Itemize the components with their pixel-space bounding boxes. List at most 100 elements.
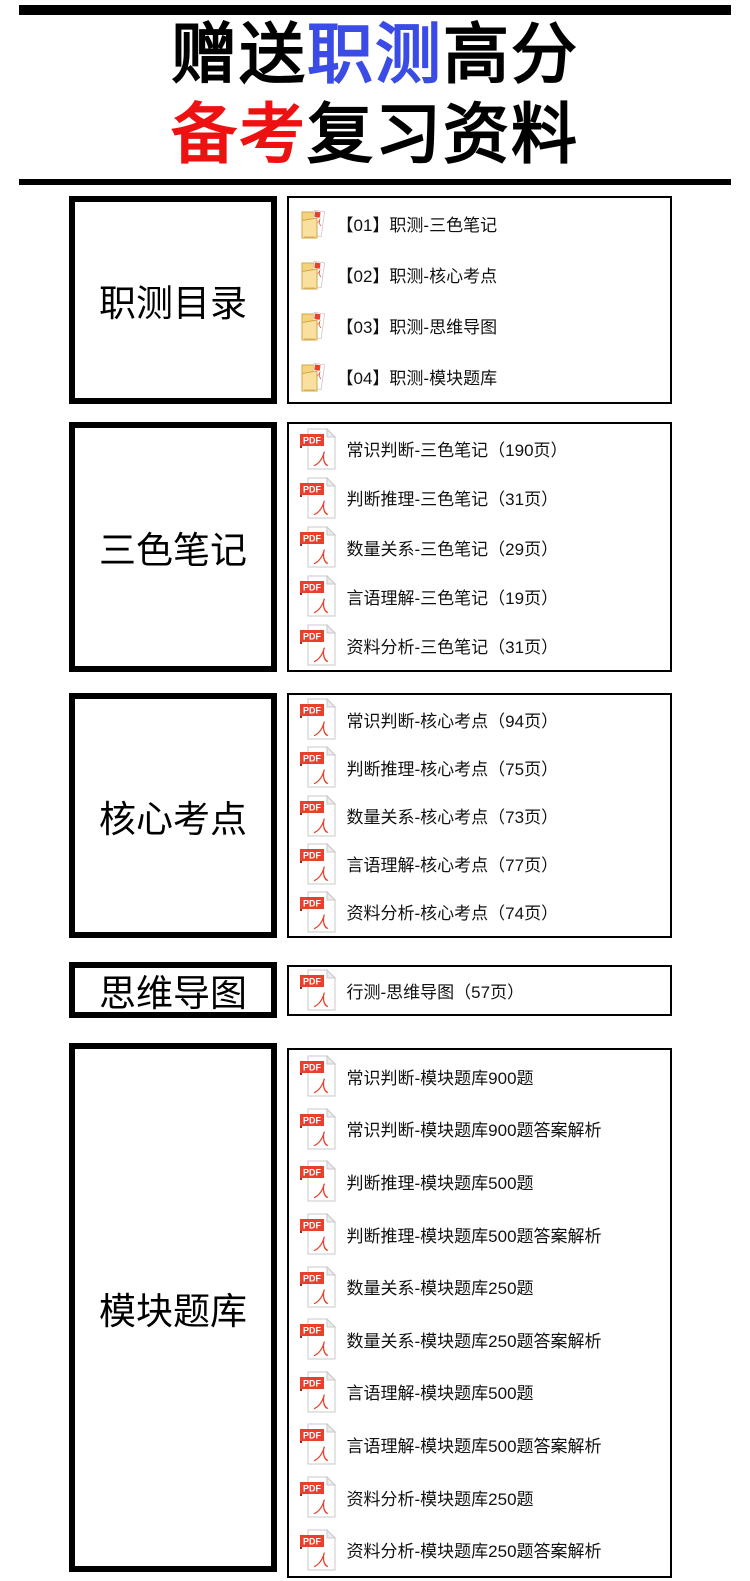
page-title: 赠送职测高分 备考复习资料 — [0, 14, 750, 174]
pdf-figure-glyph: 人 — [313, 268, 322, 278]
section-label-box: 核心考点 — [69, 693, 277, 938]
pdf-banner-text: PDF — [303, 1063, 322, 1073]
pdf-banner-text: PDF — [303, 534, 322, 544]
pdf-banner-text: PDF — [303, 632, 322, 642]
section-label-box: 职测目录 — [69, 196, 277, 404]
file-name: 数量关系-核心考点（73页） — [346, 808, 559, 827]
file-list: PDF 人 常识判断-核心考点（94页） PDF 人 判断推理-核心考点（75页… — [299, 695, 660, 936]
pdf-file-icon: PDF 人 — [299, 1423, 336, 1465]
file-name: 言语理解-模块题库500题答案解析 — [346, 1436, 602, 1456]
pdf-folder-icon: 人 — [300, 361, 326, 393]
pdf-file-icon: PDF 人 — [299, 1318, 336, 1360]
section-label-box: 思维导图 — [69, 962, 277, 1018]
pdf-folder-icon: 人 — [300, 310, 326, 342]
file-name: 数量关系-模块题库250题答案解析 — [346, 1331, 602, 1351]
file-list: PDF 人 常识判断-三色笔记（190页） PDF 人 判断推理-三色笔记（31… — [299, 424, 660, 670]
file-item: PDF 人 常识判断-模块题库900题答案解析 — [299, 1103, 660, 1156]
file-item: PDF 人 数量关系-模块题库250题答案解析 — [299, 1313, 660, 1366]
pdf-file-icon: PDF 人 — [299, 575, 336, 617]
pdf-file-icon: PDF 人 — [299, 1528, 336, 1571]
file-item: PDF 人 资料分析-三色笔记（31页） — [299, 621, 660, 670]
pdf-file-icon: PDF 人 — [299, 969, 336, 1011]
pdf-banner-text: PDF — [303, 1431, 322, 1441]
pdf-folder-icon: 人 — [300, 208, 326, 240]
section-zhice-catalog: 职测目录 人 【01】职测-三色笔记 人 【02】职测-核 — [69, 196, 672, 404]
pdf-banner-text: PDF — [303, 484, 322, 494]
pdf-banner-text: PDF — [303, 754, 322, 764]
file-name: 常识判断-模块题库900题答案解析 — [346, 1121, 602, 1141]
file-item: PDF 人 数量关系-模块题库250题 — [299, 1260, 660, 1313]
file-name: 【04】职测-模块题库 — [336, 369, 498, 388]
file-item: PDF 人 常识判断-核心考点（94页） — [299, 695, 660, 743]
file-name: 资料分析-核心考点（74页） — [346, 904, 559, 924]
pdf-banner-text: PDF — [303, 1536, 322, 1546]
section-label-box: 三色笔记 — [69, 422, 277, 672]
pdf-figure-glyph: 人 — [312, 1236, 328, 1254]
pdf-file-icon: PDF 人 — [299, 1107, 336, 1150]
pdf-banner-text: PDF — [303, 1221, 322, 1231]
pdf-figure-glyph: 人 — [313, 370, 322, 380]
file-name: 数量关系-三色笔记（29页） — [346, 539, 559, 559]
section-file-panel: 人 【01】职测-三色笔记 人 【02】职测-核心考点 人 — [287, 196, 672, 404]
pdf-figure-glyph: 人 — [312, 500, 328, 518]
file-item: PDF 人 判断推理-模块题库500题 — [299, 1155, 660, 1208]
file-list: PDF 人 行测-思维导图（57页） — [299, 967, 660, 1014]
file-item: 人 【01】职测-三色笔记 — [300, 198, 660, 249]
file-name: 判断推理-三色笔记（31页） — [346, 490, 559, 510]
file-name: 【03】职测-思维导图 — [336, 318, 498, 337]
file-name: 判断推理-模块题库500题答案解析 — [346, 1226, 602, 1246]
pdf-banner-text: PDF — [303, 802, 322, 812]
file-item: PDF 人 言语理解-核心考点（77页） — [299, 840, 660, 888]
top-bar — [19, 5, 731, 15]
pdf-file-icon: PDF 人 — [299, 476, 336, 519]
pdf-figure-glyph: 人 — [312, 1552, 328, 1570]
file-item: PDF 人 判断推理-模块题库500题答案解析 — [299, 1208, 660, 1261]
pdf-figure-glyph: 人 — [312, 1289, 328, 1307]
pdf-banner-text: PDF — [303, 706, 322, 716]
pdf-file-icon: PDF 人 — [299, 427, 336, 470]
file-item: 人 【03】职测-思维导图 — [300, 300, 660, 351]
section-label: 思维导图 — [99, 974, 247, 1015]
file-item: PDF 人 判断推理-三色笔记（31页） — [299, 473, 660, 522]
pdf-figure-glyph: 人 — [312, 598, 328, 616]
title-segment: 复习资料 — [307, 97, 579, 171]
file-name: 判断推理-模块题库500题 — [346, 1173, 534, 1193]
pdf-figure-glyph: 人 — [312, 451, 328, 469]
pdf-banner-text: PDF — [303, 1378, 322, 1388]
file-name: 数量关系-模块题库250题 — [346, 1279, 534, 1299]
file-name: 言语理解-模块题库500题 — [346, 1384, 534, 1404]
file-list: 人 【01】职测-三色笔记 人 【02】职测-核心考点 人 — [300, 198, 660, 402]
section-core-points: 核心考点 PDF 人 常识判断-核心考点（94页） PDF 人 判断推理-核心考… — [69, 693, 672, 938]
section-label: 职测目录 — [99, 284, 247, 325]
section-three-color-notes: 三色笔记 PDF 人 常识判断-三色笔记（190页） PDF 人 判断推理-三色… — [69, 422, 672, 672]
file-name: 【01】职测-三色笔记 — [336, 216, 498, 235]
file-name: 判断推理-核心考点（75页） — [346, 759, 559, 779]
file-name: 资料分析-三色笔记（31页） — [346, 637, 559, 657]
section-file-panel: PDF 人 常识判断-核心考点（94页） PDF 人 判断推理-核心考点（75页… — [287, 693, 672, 938]
file-name: 常识判断-三色笔记（190页） — [346, 441, 568, 461]
pdf-figure-glyph: 人 — [312, 914, 328, 932]
file-item: PDF 人 资料分析-核心考点（74页） — [299, 888, 660, 936]
section-label: 模块题库 — [99, 1291, 247, 1333]
pdf-banner-text: PDF — [303, 1168, 322, 1178]
file-name: 【02】职测-核心考点 — [336, 267, 498, 286]
pdf-banner-text: PDF — [303, 1326, 322, 1336]
file-name: 行测-思维导图（57页） — [346, 982, 525, 1002]
pdf-file-icon: PDF 人 — [299, 1370, 336, 1413]
title-segment-highlight-blue: 职测 — [307, 17, 443, 91]
pdf-figure-glyph: 人 — [312, 1446, 328, 1464]
section-file-panel: PDF 人 常识判断-三色笔记（190页） PDF 人 判断推理-三色笔记（31… — [287, 422, 672, 672]
pdf-figure-glyph: 人 — [312, 549, 328, 567]
file-item: 人 【04】职测-模块题库 — [300, 351, 660, 402]
pdf-file-icon: PDF 人 — [299, 794, 336, 837]
section-file-panel: PDF 人 行测-思维导图（57页） — [287, 964, 672, 1016]
pdf-banner-text: PDF — [303, 898, 322, 908]
pdf-figure-glyph: 人 — [312, 769, 328, 787]
pdf-figure-glyph: 人 — [312, 721, 328, 739]
pdf-figure-glyph: 人 — [313, 217, 322, 227]
section-label: 三色笔记 — [99, 531, 247, 572]
pdf-file-icon: PDF 人 — [299, 890, 336, 933]
file-item: PDF 人 行测-思维导图（57页） — [299, 967, 660, 1014]
file-item: 人 【02】职测-核心考点 — [300, 249, 660, 300]
file-name: 资料分析-模块题库250题 — [346, 1489, 534, 1509]
